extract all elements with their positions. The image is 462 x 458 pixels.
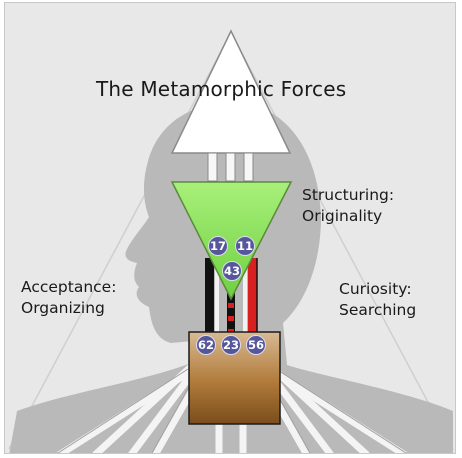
channel-11-56 bbox=[248, 258, 257, 336]
label-structuring: Structuring: Originality bbox=[302, 185, 394, 227]
gate-43: 43 bbox=[222, 261, 242, 281]
label-curiosity: Curiosity: Searching bbox=[339, 279, 416, 321]
gate-23: 23 bbox=[221, 335, 241, 355]
gate-17: 17 bbox=[208, 236, 228, 256]
gate-62: 62 bbox=[196, 335, 216, 355]
diagram-frame: The Metamorphic Forces Structuring: Orig… bbox=[4, 2, 456, 454]
label-acceptance: Acceptance: Organizing bbox=[21, 277, 116, 319]
gate-11: 11 bbox=[235, 236, 255, 256]
gate-56: 56 bbox=[246, 335, 266, 355]
page-title: The Metamorphic Forces bbox=[96, 77, 346, 101]
head-ajna-channels bbox=[208, 153, 253, 181]
channel-17-62 bbox=[205, 258, 214, 336]
diagram-svg bbox=[5, 3, 456, 454]
